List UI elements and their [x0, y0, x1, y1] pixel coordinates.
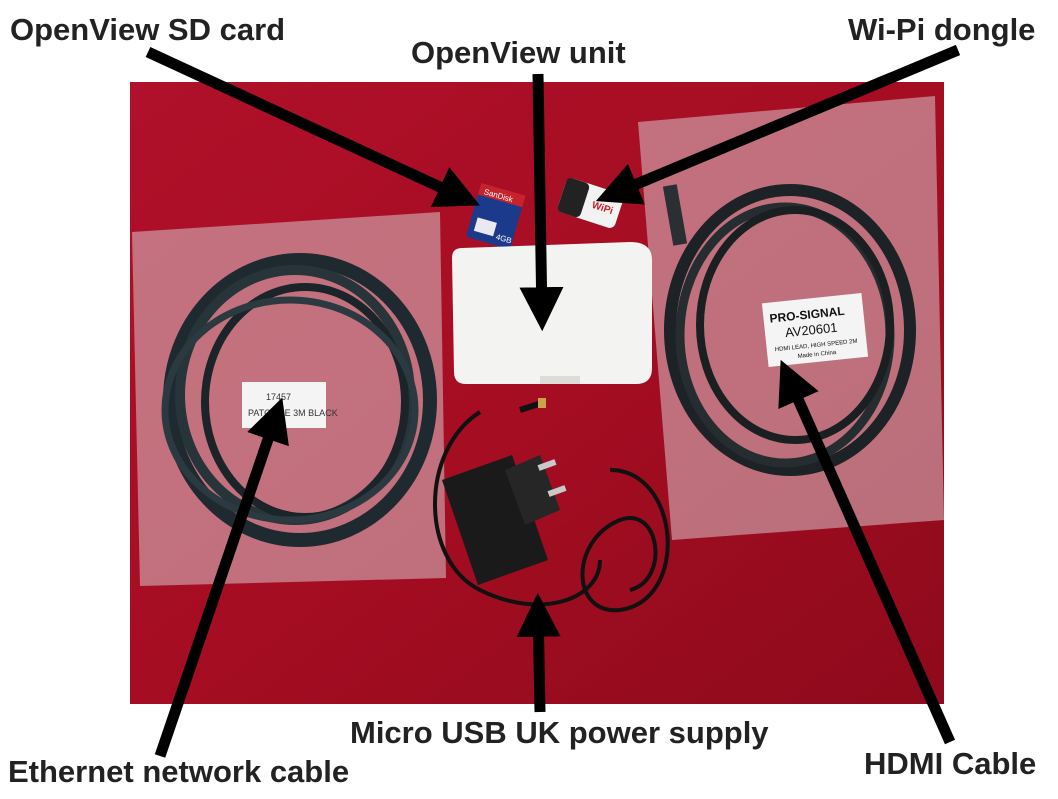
- hdmi-cable-bag: PRO-SIGNAL AV20601 HDMI LEAD, HIGH SPEED…: [638, 96, 944, 540]
- hdmi-label-code: AV20601: [784, 320, 838, 340]
- label-hdmi-cable: HDMI Cable: [864, 746, 1037, 781]
- label-unit: OpenView unit: [411, 35, 626, 70]
- arrow-ethernet-cable: [154, 397, 289, 758]
- sd-card: SanDisk 4GB: [466, 182, 526, 249]
- ethernet-label-desc: PATCH LE 3M BLACK: [248, 408, 338, 418]
- arrow-unit: [519, 73, 564, 332]
- sd-card-capacity: 4GB: [495, 232, 513, 245]
- openview-unit: [452, 242, 652, 384]
- arrow-wifi-dongle: [595, 44, 961, 205]
- label-sd-card: OpenView SD card: [10, 12, 286, 47]
- annotation-arrows: [145, 44, 961, 758]
- arrow-power-supply: [516, 592, 561, 713]
- label-wifi-dongle: Wi-Pi dongle: [848, 12, 1036, 47]
- arrow-hdmi-cable: [778, 359, 956, 745]
- power-supply: [433, 398, 670, 613]
- hdmi-label: [761, 292, 869, 368]
- hdmi-label-origin: Made in China: [797, 350, 837, 360]
- label-power-supply: Micro USB UK power supply: [350, 715, 769, 750]
- label-ethernet-cable: Ethernet network cable: [8, 754, 350, 789]
- ethernet-cable-bag: 17457 PATCH LE 3M BLACK: [132, 212, 446, 586]
- arrow-sd-card: [145, 47, 480, 208]
- ethernet-label: [242, 382, 326, 428]
- ethernet-label-code: 17457: [266, 392, 291, 402]
